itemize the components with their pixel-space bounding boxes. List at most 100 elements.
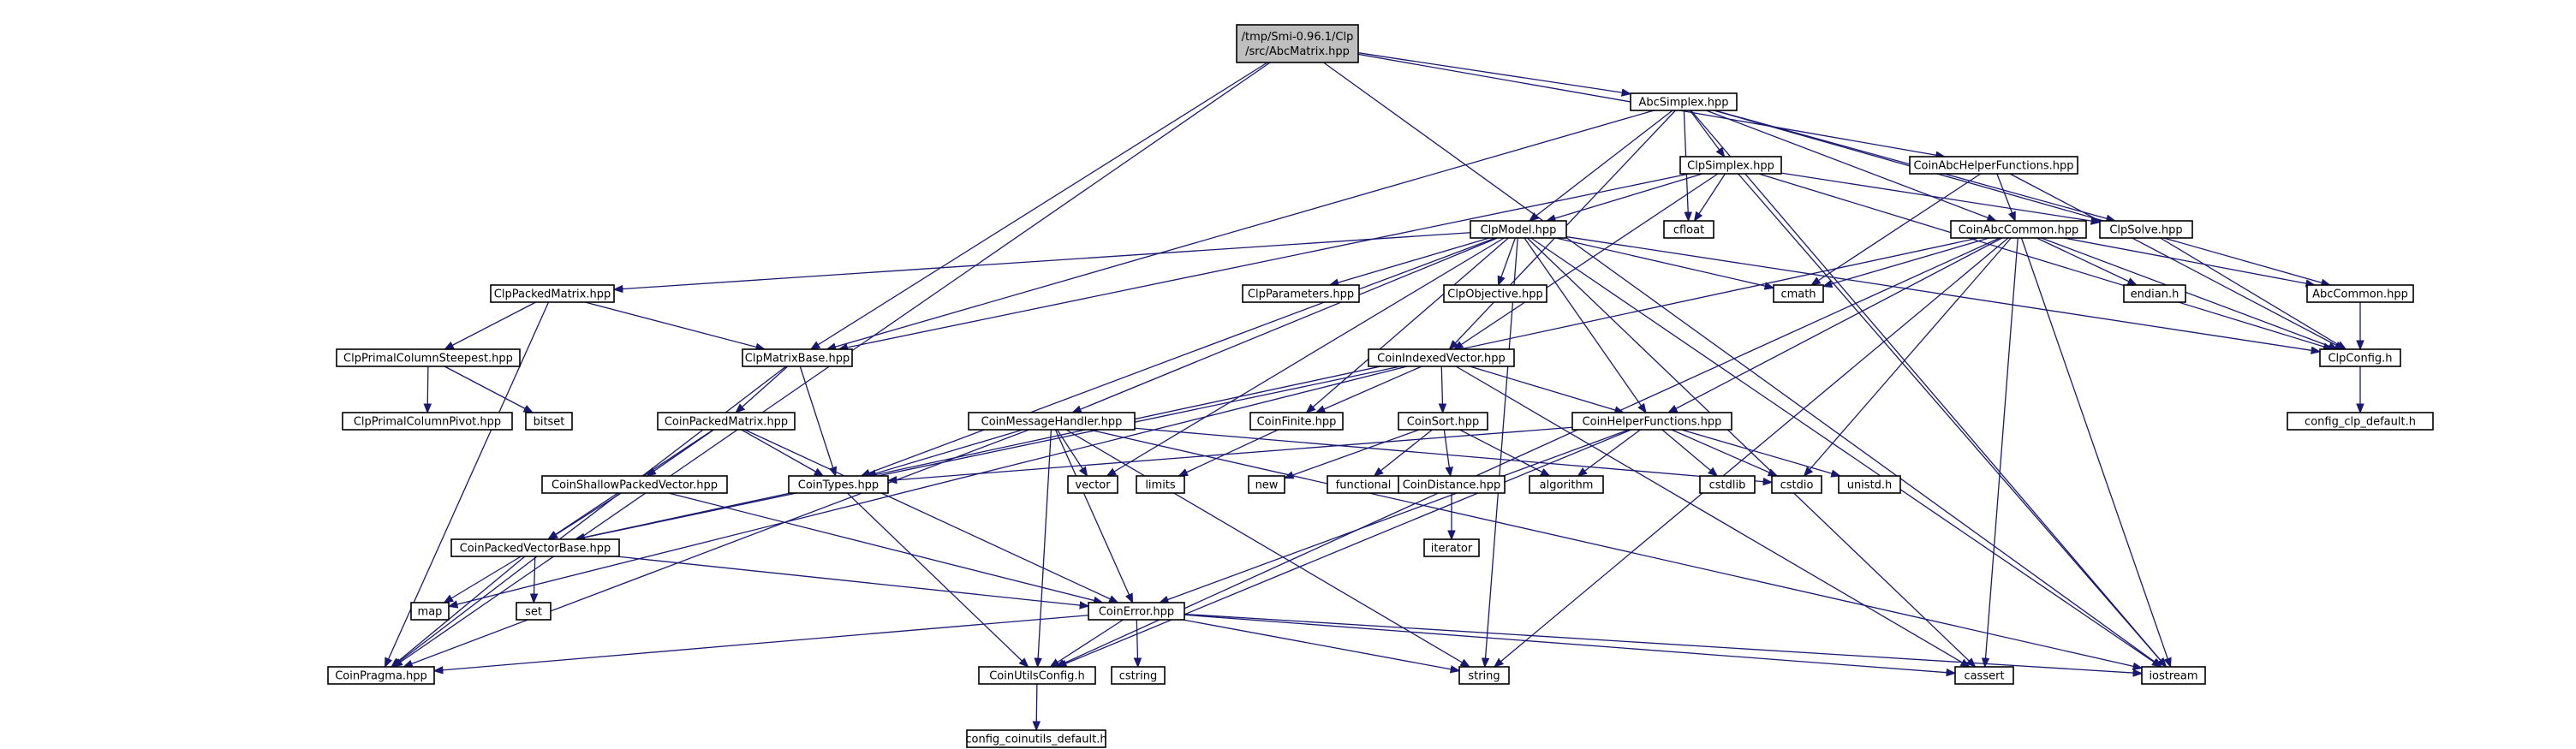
node-label: limits bbox=[1145, 479, 1176, 492]
edge-AbcSimplex-to-ClpModel bbox=[1530, 110, 1673, 221]
node-CoinShallowPackedVector[interactable]: CoinShallowPackedVector.hpp bbox=[541, 475, 728, 494]
edge-ClpSolve-to-ClpConfig bbox=[2160, 237, 2346, 349]
edge-layer bbox=[384, 52, 2360, 730]
edge-ClpModel-to-cmath bbox=[1555, 237, 1774, 288]
node-label: cfloat bbox=[1673, 224, 1704, 237]
node-box bbox=[1571, 412, 1732, 431]
node-ClpPrimalColumnPivot[interactable]: ClpPrimalColumnPivot.hpp bbox=[342, 412, 513, 431]
node-box bbox=[1443, 284, 1547, 303]
node-box bbox=[1398, 475, 1506, 494]
edge-CoinHelperFunctions-to-unistd bbox=[1681, 429, 1840, 476]
edge-AbcSimplex-to-ClpMatrixBase bbox=[827, 110, 1655, 349]
edge-CoinShallowPackedVector-to-CoinPackedVectorBase bbox=[549, 492, 622, 539]
node-root[interactable]: /tmp/Smi-0.96.1/Clp/src/AbcMatrix.hpp bbox=[1236, 24, 1359, 63]
node-string: string bbox=[1458, 666, 1510, 685]
edge-ClpModel-to-iostream bbox=[1530, 237, 2162, 667]
node-iostream: iostream bbox=[2141, 666, 2206, 685]
node-box bbox=[1398, 412, 1488, 431]
node-cfloat: cfloat bbox=[1663, 220, 1714, 239]
node-CoinTypes[interactable]: CoinTypes.hpp bbox=[788, 475, 889, 494]
node-box bbox=[1470, 220, 1567, 239]
node-ClpModel[interactable]: ClpModel.hpp bbox=[1470, 220, 1567, 239]
node-CoinPackedVectorBase[interactable]: CoinPackedVectorBase.hpp bbox=[450, 538, 620, 557]
edge-CoinHelperFunctions-to-CoinError bbox=[1160, 429, 1630, 603]
node-CoinMessageHandler[interactable]: CoinMessageHandler.hpp bbox=[968, 412, 1136, 431]
edge-ClpModel-to-CoinTypes bbox=[862, 237, 1496, 476]
node-box bbox=[1368, 348, 1515, 367]
node-box bbox=[336, 348, 521, 367]
node-box bbox=[2319, 348, 2401, 367]
edge-AbcSimplex-to-AbcCommon bbox=[1714, 110, 2329, 285]
edge-CoinHelperFunctions-to-CoinTypes bbox=[888, 426, 1573, 480]
node-label: ClpParameters.hpp bbox=[1248, 288, 1354, 301]
edge-CoinMessageHandler-to-CoinTypes bbox=[868, 429, 1023, 476]
edge-ClpMatrixBase-to-CoinPackedMatrix bbox=[736, 366, 789, 413]
edge-root-to-iostream bbox=[1323, 62, 2162, 667]
node-label: new bbox=[1255, 479, 1279, 492]
node-box bbox=[541, 475, 728, 494]
node-CoinDistance[interactable]: CoinDistance.hpp bbox=[1398, 475, 1506, 494]
edge-root-to-AbcSimplex bbox=[1357, 52, 1631, 94]
node-label: config_coinutils_default.h bbox=[965, 734, 1106, 746]
node-ClpPrimalColumnSteepest[interactable]: ClpPrimalColumnSteepest.hpp bbox=[336, 348, 521, 367]
node-box bbox=[2287, 412, 2434, 431]
node-label: AbcSimplex.hpp bbox=[1638, 97, 1728, 110]
node-config_clp_default[interactable]: config_clp_default.h bbox=[2287, 412, 2434, 431]
node-CoinFinite[interactable]: CoinFinite.hpp bbox=[1249, 412, 1344, 431]
node-CoinError[interactable]: CoinError.hpp bbox=[1088, 602, 1185, 621]
node-label: functional bbox=[1336, 479, 1392, 492]
node-label: cstring bbox=[1119, 670, 1157, 683]
node-CoinSort[interactable]: CoinSort.hpp bbox=[1398, 412, 1488, 431]
node-box bbox=[1136, 475, 1185, 494]
node-unistd: unistd.h bbox=[1838, 475, 1901, 494]
node-label: cstdio bbox=[1780, 479, 1814, 492]
edge-AbcSimplex-to-CoinAbcCommon bbox=[1706, 110, 1996, 221]
node-bitset: bitset bbox=[525, 412, 573, 431]
edge-ClpModel-to-CoinMessageHandler bbox=[1072, 237, 1498, 413]
node-label: CoinUtilsConfig.h bbox=[989, 670, 1085, 683]
edge-CoinAbcCommon-to-CoinUtilsConfig bbox=[1056, 237, 2001, 668]
node-iterator: iterator bbox=[1423, 538, 1480, 557]
node-ClpSolve[interactable]: ClpSolve.hpp bbox=[2099, 220, 2193, 239]
node-label: CoinFinite.hpp bbox=[1257, 416, 1337, 429]
node-ClpSimplex[interactable]: ClpSimplex.hpp bbox=[1679, 156, 1782, 175]
node-cstdio: cstdio bbox=[1771, 475, 1822, 494]
node-AbcCommon[interactable]: AbcCommon.hpp bbox=[2306, 284, 2414, 303]
node-CoinHelperFunctions[interactable]: CoinHelperFunctions.hpp bbox=[1571, 412, 1732, 431]
node-new: new bbox=[1248, 475, 1285, 494]
node-CoinIndexedVector[interactable]: CoinIndexedVector.hpp bbox=[1368, 348, 1515, 367]
node-ClpPackedMatrix[interactable]: ClpPackedMatrix.hpp bbox=[490, 284, 615, 303]
node-CoinAbcHelperFunctions[interactable]: CoinAbcHelperFunctions.hpp bbox=[1909, 156, 2078, 175]
node-label: ClpPrimalColumnPivot.hpp bbox=[354, 416, 501, 429]
node-box bbox=[1679, 156, 1782, 175]
node-AbcSimplex[interactable]: AbcSimplex.hpp bbox=[1630, 92, 1738, 111]
node-box bbox=[788, 475, 889, 494]
node-box bbox=[490, 284, 615, 303]
node-CoinAbcCommon[interactable]: CoinAbcCommon.hpp bbox=[1950, 220, 2087, 239]
node-CoinUtilsConfig[interactable]: CoinUtilsConfig.h bbox=[978, 666, 1096, 685]
node-ClpConfig[interactable]: ClpConfig.h bbox=[2319, 348, 2401, 367]
node-ClpObjective[interactable]: ClpObjective.hpp bbox=[1443, 284, 1547, 303]
edge-CoinError-to-iostream bbox=[1184, 613, 2142, 673]
edge-ClpPrimalColumnSteepest-to-ClpPrimalColumnPivot bbox=[427, 366, 428, 413]
edge-CoinMessageHandler-to-CoinUtilsConfig bbox=[1038, 429, 1052, 667]
node-label: CoinSort.hpp bbox=[1407, 416, 1479, 429]
edge-CoinAbcCommon-to-cstdio bbox=[1804, 237, 2012, 476]
node-ClpMatrixBase[interactable]: ClpMatrixBase.hpp bbox=[742, 348, 853, 367]
edge-CoinTypes-to-CoinUtilsConfig bbox=[846, 492, 1028, 667]
edge-CoinAbcCommon-to-endian bbox=[2036, 237, 2137, 285]
edge-CoinFinite-to-limits bbox=[1178, 429, 1279, 476]
edge-CoinSort-to-new bbox=[1285, 429, 1420, 478]
node-label: AbcCommon.hpp bbox=[2312, 288, 2408, 301]
node-config_coinutils_default[interactable]: config_coinutils_default.h bbox=[965, 729, 1107, 748]
node-ClpParameters[interactable]: ClpParameters.hpp bbox=[1242, 284, 1360, 303]
edge-ClpModel-to-vector bbox=[1107, 237, 1505, 476]
node-label: cmath bbox=[1780, 288, 1816, 301]
edge-ClpSimplex-to-iostream bbox=[1738, 173, 2167, 667]
node-CoinPragma[interactable]: CoinPragma.hpp bbox=[327, 666, 435, 685]
edge-CoinUtilsConfig-to-config_coinutils_default bbox=[1036, 683, 1037, 730]
node-box bbox=[1111, 666, 1166, 685]
node-box bbox=[1242, 284, 1360, 303]
node-CoinPackedMatrix[interactable]: CoinPackedMatrix.hpp bbox=[657, 412, 796, 431]
node-layer: /tmp/Smi-0.96.1/Clp/src/AbcMatrix.hppAbc… bbox=[327, 24, 2434, 748]
